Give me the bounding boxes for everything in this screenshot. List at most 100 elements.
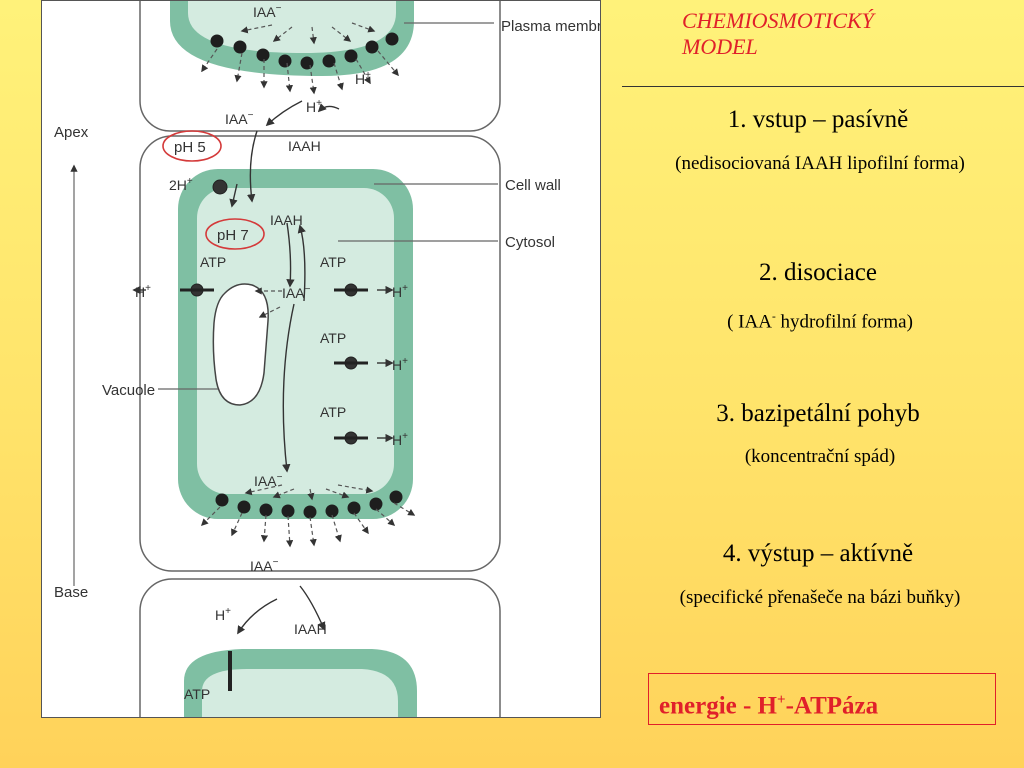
efflux-carrier (237, 500, 251, 514)
title-divider (622, 86, 1024, 87)
atp-labels: ATP ATP ATP ATP ATP (184, 254, 346, 702)
efflux-carrier (210, 34, 224, 48)
svg-text:IAAH: IAAH (294, 621, 327, 637)
cell-wall-bottom (139, 578, 501, 717)
label-cell-wall: Cell wall (505, 177, 561, 194)
diffusion-arrow (337, 484, 374, 494)
diffusion-arrow (331, 514, 342, 543)
efflux-carrier (233, 40, 247, 54)
efflux-carrier (369, 497, 383, 511)
atpase-pumps (180, 179, 368, 691)
efflux-carrier (365, 40, 379, 54)
efflux-carrier (389, 490, 403, 504)
svg-text:IAA−: IAA− (282, 284, 311, 301)
diffusion-arrow (309, 64, 317, 95)
efflux-carrier (385, 32, 399, 46)
diffusion-arrow (309, 516, 317, 547)
cell-wall-top (139, 1, 501, 132)
svg-text:ATP: ATP (200, 254, 226, 270)
label-plasma-membrane: Plasma membrane (501, 18, 601, 35)
label-pointers (158, 22, 498, 390)
diffusion-arrow (258, 306, 281, 318)
step-2-detail: ( IAA- hydrofilní forma) (727, 311, 913, 333)
efflux-carrier (256, 48, 270, 62)
svg-text:IAAH: IAAH (288, 138, 321, 154)
label-vacuole: Vacuole (102, 382, 155, 399)
diffusion-arrow (286, 515, 294, 548)
svg-text:H+: H+ (392, 283, 408, 300)
step-4-detail: (specifické přenašeče na bázi buňky) (679, 587, 961, 608)
svg-text:H+: H+ (392, 356, 408, 373)
efflux-carriers-middle (215, 490, 403, 519)
efflux-carriers-top (210, 32, 399, 70)
svg-text:ATP: ATP (320, 254, 346, 270)
diffusion-arrow (333, 62, 344, 91)
efflux-carrier (325, 504, 339, 518)
iaa-labels: IAA− IAA− IAA− IAA− IAA− IAAH IAAH IAAH (225, 3, 327, 637)
slide-title: CHEMIOSMOTICKÝ MODEL (682, 8, 1002, 60)
proton-labels: H+ H+ 2H+ H+ H+ H+ H+ H+ (135, 70, 408, 623)
svg-text:IAAH: IAAH (270, 212, 303, 228)
svg-text:H+: H+ (306, 98, 322, 115)
diffusion-arrow (377, 50, 399, 77)
diffusion-arrow (393, 502, 416, 516)
diffusion-arrow (272, 26, 293, 42)
step-2-heading: 2. disociace (758, 259, 877, 286)
diffusion-arrow (355, 58, 371, 85)
diffusion-arrow (200, 506, 221, 527)
diffusion-arrow (309, 26, 317, 45)
flow-arrows (132, 100, 394, 635)
diffusion-arrow (351, 22, 376, 33)
cell-wall-middle (139, 135, 501, 572)
label-cytosol: Cytosol (505, 234, 555, 251)
vacuole-shape (212, 283, 269, 406)
step-4-heading: 4. výstup – aktívně (722, 540, 914, 567)
svg-text:H+: H+ (135, 283, 151, 300)
diffusion-arrow (307, 488, 315, 501)
efflux-carrier (303, 505, 317, 519)
svg-text:ATP: ATP (320, 404, 346, 420)
label-base: Base (54, 584, 88, 601)
energy-box: energie - H+-ATPáza (648, 673, 996, 725)
slide-title-line1: CHEMIOSMOTICKÝ (682, 8, 874, 33)
diffusion-arrow (234, 52, 243, 83)
efflux-carrier (347, 501, 361, 515)
middle-cell-cytosol (197, 188, 394, 494)
efflux-carrier (281, 504, 295, 518)
efflux-carrier (278, 54, 292, 68)
diffusion-arrow (325, 488, 350, 499)
step-3-detail: (koncentrační spád) (744, 446, 896, 467)
step-1-detail: (nedisociovaná IAAH lipofilní forma) (675, 153, 965, 174)
svg-text:IAA−: IAA− (253, 3, 282, 20)
efflux-carrier (215, 493, 229, 507)
svg-text:H+: H+ (355, 70, 371, 87)
ph5-highlight (162, 130, 222, 162)
svg-text:IAA−: IAA− (250, 557, 279, 574)
svg-text:IAA−: IAA− (225, 110, 254, 127)
label-ph7: pH 7 (217, 227, 249, 244)
diffusion-arrow (285, 62, 293, 93)
polar-auxin-transport-diagram: Plasma membrane Cell wall Cytosol Vacuol… (54, 1, 601, 717)
diffusion-arrow (240, 24, 273, 34)
slide-title-line2: MODEL (682, 34, 758, 59)
diffusion-arrow (331, 26, 352, 42)
ph7-highlight (205, 218, 265, 250)
label-apex: Apex (54, 124, 89, 141)
diffusion-arrow (201, 48, 218, 73)
efflux-carrier (322, 54, 336, 68)
svg-text:H+: H+ (215, 606, 231, 623)
efflux-carrier (344, 49, 358, 63)
step-1-heading: 1. vstup – pasívně (727, 106, 909, 133)
svg-text:ATP: ATP (320, 330, 346, 346)
bottom-cell-cytosol (202, 669, 398, 717)
svg-text:IAA−: IAA− (254, 472, 283, 489)
svg-text:H+: H+ (392, 431, 408, 448)
efflux-carrier (300, 56, 314, 70)
diffusion-arrow (244, 484, 283, 496)
step-3-heading: 3. bazipetální pohyb (716, 400, 920, 427)
svg-text:ATP: ATP (184, 686, 210, 702)
efflux-carrier (259, 503, 273, 517)
diagram-panel: Plasma membrane Cell wall Cytosol Vacuol… (41, 0, 601, 718)
diffusion-arrow (260, 514, 269, 543)
svg-text:2H+: 2H+ (169, 176, 193, 193)
